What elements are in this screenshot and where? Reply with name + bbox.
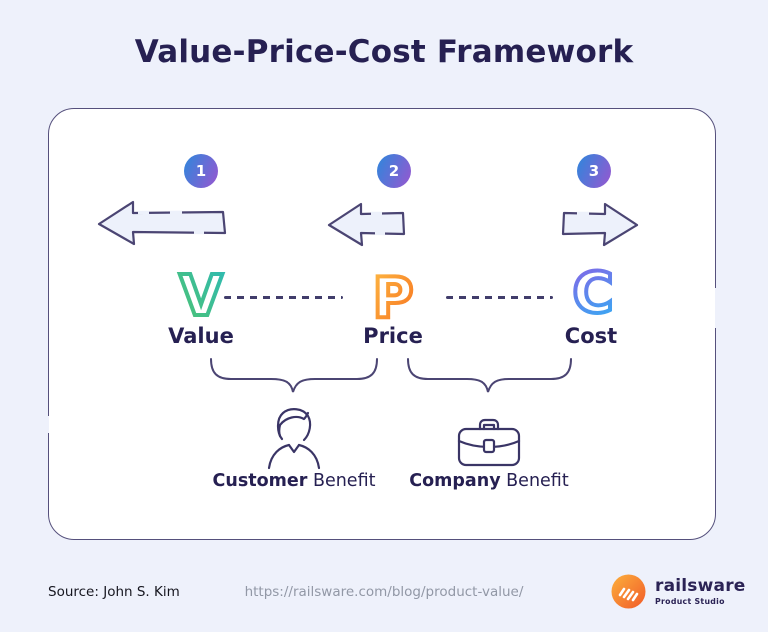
curly-brace-icon [407, 358, 572, 393]
briefcase-icon [457, 418, 521, 467]
person-icon [267, 408, 321, 470]
border-gap-right [712, 288, 718, 328]
letter-p: P [370, 264, 415, 328]
railsware-logo-text: railsware Product Studio [655, 575, 746, 606]
term-label-price: Price [363, 324, 423, 348]
arrow-left-icon [97, 200, 227, 246]
framework-card: 1 2 3 V P C V [46, 108, 718, 540]
step-badge-3: 3 [577, 154, 611, 188]
dashed-connector [446, 296, 553, 299]
curly-brace-icon [210, 358, 378, 393]
step-badge-2: 2 [377, 154, 411, 188]
benefit-label-company: Company Benefit [379, 471, 599, 491]
letter-c: C [570, 259, 615, 323]
step-number: 2 [388, 162, 400, 180]
letter-p-glyph: P [372, 266, 413, 328]
letter-v: V [177, 262, 225, 326]
term-label-cost: Cost [564, 324, 618, 348]
step-badge-1: 1 [184, 154, 218, 188]
railsware-logo-icon [611, 574, 646, 609]
term-label-value: Value [168, 324, 234, 348]
letter-c-glyph: C [572, 261, 613, 323]
benefit-rest: Benefit [500, 471, 569, 491]
benefit-label-customer: Customer Benefit [184, 471, 404, 491]
arrow-left-icon [327, 202, 406, 247]
brand-name: railsware [655, 575, 746, 596]
dashed-connector [224, 296, 343, 299]
brand-tagline: Product Studio [655, 596, 725, 606]
page-title: Value-Price-Cost Framework [134, 34, 634, 70]
arrow-right-icon [561, 202, 639, 247]
border-gap-left [46, 416, 52, 433]
benefit-rest: Benefit [307, 471, 376, 491]
benefit-group: Customer [212, 471, 308, 491]
step-number: 3 [588, 162, 600, 180]
railsware-logo: railsware Product Studio [611, 574, 746, 609]
benefit-group: Company [409, 471, 501, 491]
source-credit: Source: John S. Kim [48, 584, 180, 600]
step-number: 1 [195, 162, 207, 180]
letter-v-glyph: V [179, 264, 223, 326]
article-url-link[interactable]: https://railsware.com/blog/product-value… [244, 584, 524, 600]
